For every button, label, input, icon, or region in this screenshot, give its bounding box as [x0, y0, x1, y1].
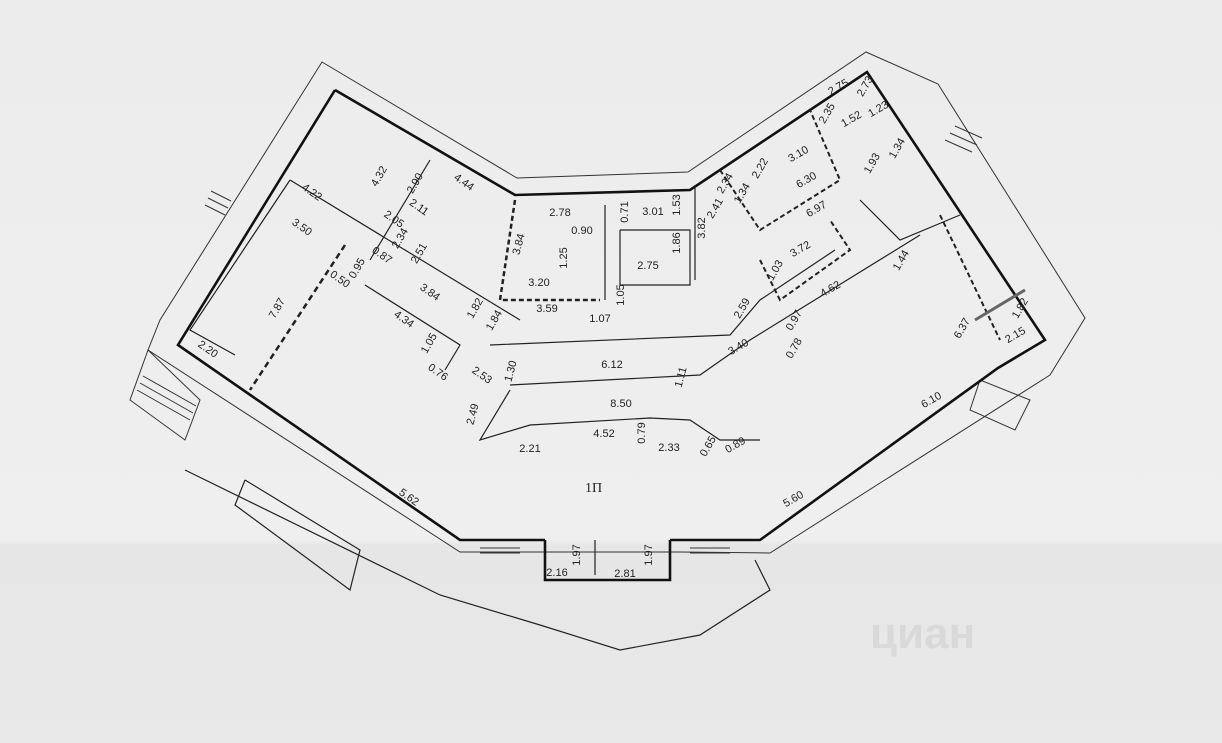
- dimension-label: 0.90: [571, 225, 592, 237]
- dimension-label: 2.75: [637, 260, 658, 272]
- dimension-label: 3.01: [642, 206, 663, 218]
- dimension-label: 4.44: [452, 171, 476, 193]
- dimension-label: 6.30: [794, 170, 819, 191]
- dimension-label: 2.16: [546, 567, 567, 579]
- dimension-label: 2.33: [658, 442, 679, 454]
- dimension-label: 7.87: [267, 296, 288, 321]
- dimension-label: 0.78: [784, 336, 805, 361]
- dimension-label: 3.59: [536, 303, 557, 315]
- dimension-label: 1.34: [732, 181, 753, 206]
- dimension-label: 2.34: [715, 171, 736, 196]
- dimension-label: 2.75: [826, 77, 851, 98]
- dimension-label: 0.95: [347, 256, 368, 281]
- dimension-label: 2.11: [407, 197, 431, 219]
- dimension-label: 0.76: [426, 361, 450, 383]
- dimension-label: 2.51: [409, 241, 430, 266]
- dimension-label: 3.40: [726, 337, 751, 358]
- dimension-label: 2.15: [1003, 325, 1028, 346]
- dimension-label: 2.81: [614, 568, 635, 580]
- dimension-label: 1.97: [571, 544, 583, 565]
- dimension-label: 4.22: [300, 181, 324, 203]
- stairs: [136, 125, 983, 554]
- dimension-label: 1.30: [503, 359, 520, 383]
- dimension-label: 1.05: [615, 284, 627, 305]
- dimension-label: 1.05: [419, 331, 440, 356]
- dimension-label: 2.34: [390, 226, 411, 251]
- dimension-label: 1.34: [887, 136, 908, 161]
- dimension-label: 1.11: [673, 366, 690, 389]
- dimension-label: 3.50: [290, 216, 314, 238]
- dimension-label: 4.34: [392, 308, 416, 330]
- dimension-label: 0.71: [619, 201, 631, 222]
- dimension-label: 2.78: [549, 207, 570, 219]
- main-outline: [176, 70, 1047, 582]
- dimension-label: 2.20: [196, 338, 220, 360]
- dimension-label: 3.10: [786, 144, 811, 165]
- dimension-label: 0.89: [723, 435, 748, 456]
- dimension-label: 0.79: [636, 422, 648, 443]
- dimension-label: 2.35: [817, 101, 838, 126]
- dimension-label: 4.32: [369, 164, 390, 189]
- dimension-label: 6.97: [804, 199, 829, 220]
- dimension-label: 5.60: [781, 489, 806, 510]
- dimension-label: 2.53: [470, 364, 494, 386]
- dimension-label: 0.97: [784, 308, 805, 333]
- room-label: 1П: [585, 481, 602, 496]
- dimension-label: 6.37: [952, 316, 973, 341]
- dimension-label: 2.59: [732, 296, 753, 321]
- dimension-label: 2.41: [705, 196, 726, 221]
- dimension-label: 2.22: [750, 156, 771, 181]
- dimension-label: 1.25: [558, 247, 570, 268]
- dimension-label: 2.90: [405, 171, 426, 196]
- dimension-label: 4.52: [593, 428, 614, 440]
- dimension-label: 8.50: [610, 398, 631, 410]
- dimension-label: 1.07: [589, 313, 610, 325]
- dimension-label: 1.52: [839, 109, 864, 130]
- dimension-label: 1.82: [1010, 296, 1031, 321]
- dimension-label: 3.72: [788, 239, 813, 260]
- dimension-label: 1.84: [484, 308, 505, 333]
- dimension-label: 1.97: [643, 544, 655, 565]
- dimension-label: 3.82: [696, 217, 708, 238]
- dimension-label: 4.62: [818, 279, 843, 300]
- dimension-label: 0.87: [370, 244, 394, 266]
- dimension-label: 6.12: [601, 359, 622, 371]
- dimension-label: 3.84: [418, 281, 442, 303]
- dimension-label: 1.93: [862, 151, 883, 176]
- watermark-logo: циан: [870, 609, 975, 658]
- dimension-label: 3.84: [511, 232, 528, 256]
- dimension-label: 1.44: [891, 248, 912, 273]
- dimension-label: 1.82: [465, 296, 486, 321]
- outer-wall: [129, 51, 1086, 554]
- dimension-label: 1.53: [671, 194, 683, 215]
- dimension-label: 1.03: [765, 258, 786, 283]
- dimension-label: 2.21: [519, 443, 540, 455]
- dimension-label: 2.49: [465, 402, 482, 426]
- dimension-label: 6.10: [919, 390, 944, 411]
- interior-walls: [184, 109, 1026, 651]
- dimension-label: 3.20: [528, 277, 549, 289]
- dimension-label: 1.86: [671, 232, 683, 253]
